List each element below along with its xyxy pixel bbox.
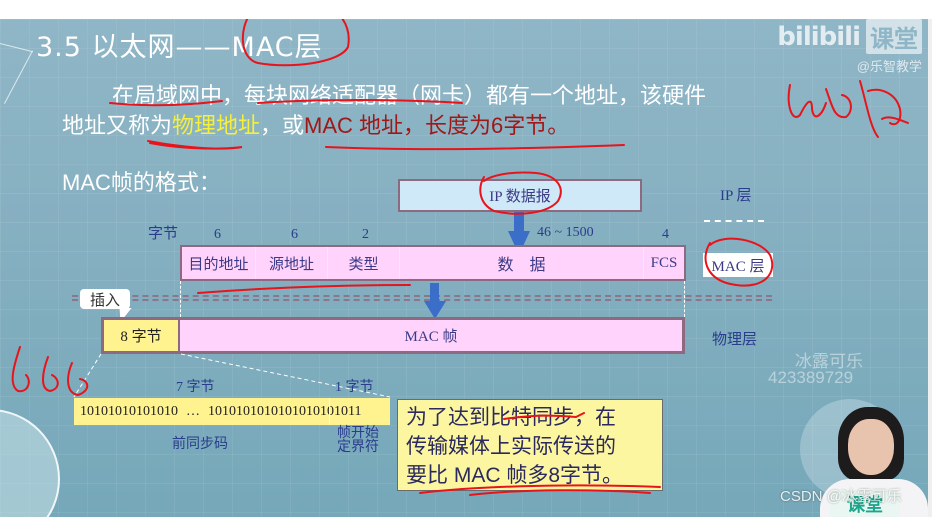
lecture-slide: 3.5 以太网——MAC层 bilibili 课堂 @乐智教学 在局域网中，每块…	[0, 19, 928, 517]
field-source-address: 源地址	[256, 247, 328, 279]
sfd-bytes-label: 1 字节	[335, 380, 374, 395]
sfd-name-line-1: 帧开始	[337, 424, 379, 440]
mac-frame-fields: 目的地址 源地址 类型 数 据 FCS	[180, 245, 686, 281]
ketang-card: 课堂	[830, 489, 900, 517]
bilibili-wordmark: bilibili	[777, 21, 861, 52]
preamble-box: 8 字节	[101, 317, 181, 354]
down-arrow-head-icon	[424, 301, 446, 319]
field-size-data: 46 ~ 1500	[537, 225, 594, 240]
presenter-video: 课堂	[800, 379, 928, 517]
presenter-face	[848, 419, 894, 475]
mac-address-highlight: MAC 地址，长度为6字节。	[304, 113, 570, 138]
note-line-1: 为了达到比特同步，在	[406, 406, 616, 429]
ip-layer-label: IP 层	[720, 188, 752, 204]
layer-separator	[72, 295, 772, 301]
watermark-name: 冰露可乐	[795, 352, 863, 371]
preamble-bits: 10101010101010 … 1010101010101010101011	[74, 398, 390, 425]
channel-watermark: @乐智教学	[856, 59, 922, 74]
note-line-3: 要比 MAC 帧多8字节。	[406, 464, 624, 487]
field-type: 类型	[328, 247, 400, 279]
bits-ellipsis: …	[186, 403, 200, 419]
field-data: 数 据	[400, 247, 644, 279]
slide-title: 3.5 以太网——MAC层	[36, 32, 323, 63]
sfd-divider	[329, 398, 330, 425]
field-size-src: 6	[291, 227, 298, 242]
ketang-badge: 课堂	[866, 19, 922, 54]
sync-note-box: 为了达到比特同步，在 传输媒体上实际传送的 要比 MAC 帧多8字节。	[397, 399, 663, 491]
bits-end: 1010101010101010101011	[208, 403, 362, 419]
paragraph-line-2: 地址又称为物理地址，或MAC 地址，长度为6字节。	[62, 111, 569, 141]
top-white-bar	[0, 0, 932, 19]
csdn-watermark: CSDN @冰露可乐	[780, 488, 902, 505]
physical-layer-label: 物理层	[712, 331, 758, 348]
layer-divider	[704, 220, 764, 222]
preamble-name: 前同步码	[172, 435, 228, 451]
mac-frame-box: MAC 帧	[180, 317, 685, 354]
paragraph-text: ，或	[260, 113, 305, 138]
down-arrow-icon	[514, 212, 524, 232]
physical-address-highlight: 物理地址	[172, 113, 261, 138]
bits-start: 10101010101010	[80, 403, 178, 419]
field-fcs: FCS	[650, 254, 678, 271]
paragraph-line-1: 在局域网中，每块网络适配器（网卡）都有一个地址，该硬件	[112, 83, 707, 108]
sfd-name: 帧开始 定界符	[337, 425, 379, 453]
sfd-name-line-2: 定界符	[337, 438, 379, 454]
field-size-type: 2	[362, 227, 369, 242]
mac-layer-label: MAC 层	[703, 253, 773, 277]
field-size-dest: 6	[214, 227, 221, 242]
bilibili-logo: bilibili 课堂	[777, 19, 922, 54]
paragraph-text: 地址又称为	[62, 113, 173, 138]
right-border-strip	[928, 19, 932, 517]
down-arrow-icon	[430, 283, 439, 303]
field-size-fcs: 4	[662, 227, 669, 242]
preamble-bytes-label: 7 字节	[176, 380, 215, 395]
ip-datagram-box: IP 数据报	[398, 179, 642, 212]
guide-line	[180, 281, 181, 317]
field-destination-address: 目的地址	[182, 247, 256, 279]
guide-line	[684, 281, 685, 317]
watermark-id: 423389729	[768, 368, 854, 387]
insert-callout: 插入	[80, 289, 130, 309]
mac-frame-format-heading: MAC帧的格式：	[62, 170, 221, 195]
bytes-label: 字节	[148, 225, 179, 242]
note-line-2: 传输媒体上实际传送的	[406, 435, 616, 458]
